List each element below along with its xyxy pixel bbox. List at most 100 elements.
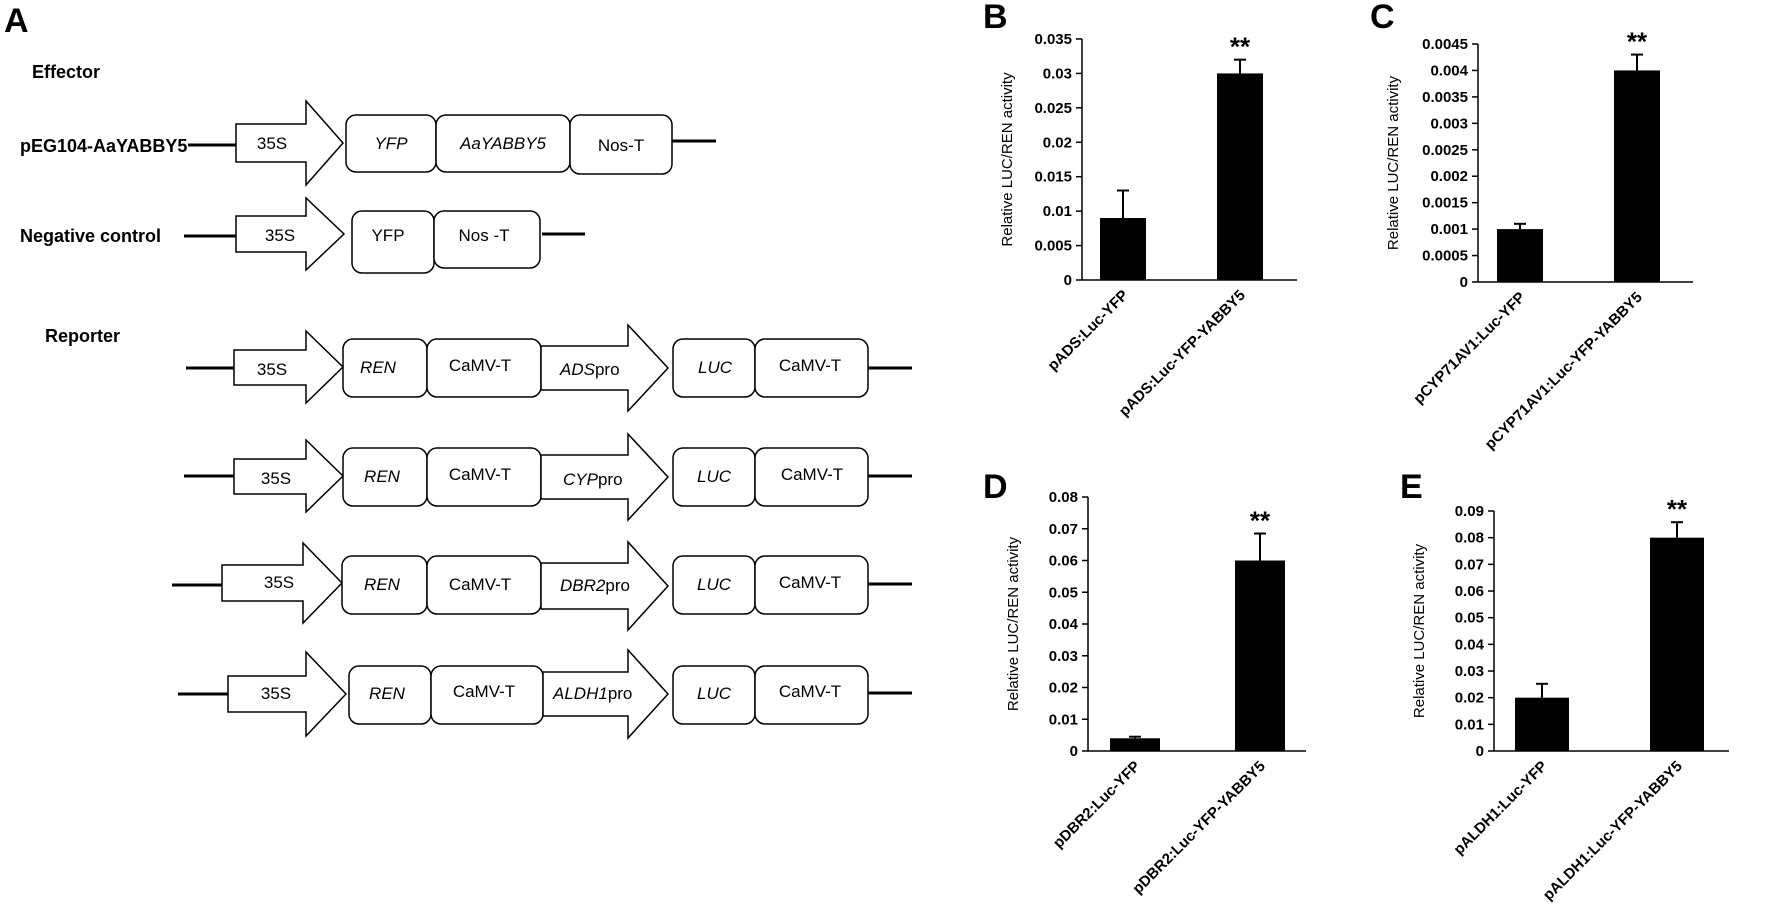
- reporter-promoter-arrow: [540, 540, 670, 632]
- chart-panel-c: C00.00050.0010.00150.0020.00250.0030.003…: [1370, 0, 1693, 453]
- part-label: AaYABBY5: [459, 134, 547, 153]
- y-tick-label: 0.05: [1455, 610, 1484, 627]
- y-tick-label: 0.025: [1034, 100, 1072, 117]
- panel-letter: B: [983, 0, 1008, 36]
- promoter-label: 35S: [261, 469, 291, 488]
- y-tick-label: 0.09: [1455, 503, 1484, 520]
- promoter-arrow: [227, 650, 348, 738]
- construct-negative-control: Negative control 35S YFP Nos -T: [20, 196, 585, 274]
- y-tick-label: 0: [1070, 743, 1078, 760]
- bar: [1614, 70, 1660, 282]
- part-label: LUC: [698, 358, 733, 377]
- part-label: REN: [364, 575, 401, 594]
- reporter-promoter-arrow: [540, 432, 670, 522]
- promoter-arrow: [221, 541, 344, 625]
- y-tick-label: 0.005: [1034, 238, 1072, 255]
- reporter-promoter-label: ADSpro: [559, 360, 620, 379]
- category-label: pDBR2:Luc-YFP-YABBY5: [1129, 758, 1269, 898]
- y-tick-label: 0.08: [1049, 489, 1078, 506]
- category-label: pALDH1:Luc-YFP: [1450, 758, 1550, 858]
- part-label: Nos-T: [598, 136, 644, 155]
- panel-a: A Effector Reporter pEG104-AaYABBY5 35S …: [4, 2, 912, 740]
- category-label: pADS:Luc-YFP-YABBY5: [1116, 287, 1249, 420]
- significance-label: **: [1250, 506, 1271, 536]
- part-label: CaMV-T: [779, 356, 841, 375]
- y-tick-label: 0.03: [1455, 663, 1484, 680]
- chart-panel-b: B00.0050.010.0150.020.0250.030.035Relati…: [983, 0, 1297, 420]
- category-label: pCYP71AV1:Luc-YFP: [1410, 289, 1529, 408]
- y-tick-label: 0.02: [1049, 680, 1078, 697]
- promoter-arrow: [235, 196, 346, 272]
- y-tick-label: 0: [1460, 274, 1468, 291]
- chart-panel-d: D00.010.020.030.040.050.060.070.08Relati…: [983, 468, 1306, 897]
- y-axis-title: Relative LUC/REN activity: [1411, 543, 1428, 718]
- promoter-arrow: [235, 99, 344, 187]
- chart-panel-e: E00.010.020.030.040.050.060.070.080.09Re…: [1400, 468, 1729, 904]
- promoter-arrow: [233, 438, 345, 514]
- y-tick-label: 0.04: [1455, 636, 1485, 653]
- construct-pEG104-AaYABBY5: pEG104-AaYABBY5 35S YFP AaYABBY5 Nos-T: [20, 99, 716, 187]
- y-axis-title: Relative LUC/REN activity: [1385, 75, 1402, 250]
- construct-reporter-dbr2: 35S REN CaMV-T DBR2pro LUC CaMV-T: [172, 540, 912, 632]
- promoter-label: 35S: [261, 684, 291, 703]
- part-label: CaMV-T: [781, 465, 843, 484]
- part-label: CaMV-T: [779, 573, 841, 592]
- part-box: [754, 555, 869, 615]
- bar: [1217, 73, 1263, 280]
- part-label: YFP: [371, 226, 404, 245]
- y-tick-label: 0.002: [1430, 168, 1468, 185]
- construct-reporter-aldh1: 35S REN CaMV-T ALDH1pro LUC CaMV-T: [178, 648, 912, 740]
- y-tick-label: 0.0035: [1422, 89, 1468, 106]
- promoter-label: 35S: [265, 226, 295, 245]
- construct-name: Negative control: [20, 226, 161, 246]
- panel-letter: D: [983, 468, 1008, 506]
- category-label: pALDH1:Luc-YFP-YABBY5: [1540, 758, 1686, 904]
- y-tick-label: 0.02: [1455, 690, 1484, 707]
- reporter-promoter-label: DBR2pro: [560, 576, 630, 595]
- y-tick-label: 0.0015: [1422, 195, 1468, 212]
- part-box: [433, 210, 541, 269]
- part-label: CaMV-T: [449, 575, 511, 594]
- y-tick-label: 0.01: [1455, 716, 1484, 733]
- y-tick-label: 0.04: [1049, 616, 1079, 633]
- bar: [1515, 697, 1569, 751]
- promoter-arrow: [233, 329, 345, 405]
- reporter-promoter-arrow: [542, 648, 670, 740]
- part-label: LUC: [697, 684, 732, 703]
- category-label: pADS:Luc-YFP: [1044, 287, 1131, 374]
- y-tick-label: 0.07: [1049, 521, 1078, 538]
- promoter-label: 35S: [264, 573, 294, 592]
- y-tick-label: 0.08: [1455, 530, 1484, 547]
- y-tick-label: 0: [1064, 272, 1072, 289]
- part-label: CaMV-T: [453, 682, 515, 701]
- part-label: CaMV-T: [779, 682, 841, 701]
- part-label: LUC: [697, 467, 732, 486]
- bar: [1235, 560, 1285, 751]
- promoter-label: 35S: [257, 134, 287, 153]
- part-label: REN: [364, 467, 401, 486]
- part-label: REN: [360, 358, 397, 377]
- bar: [1100, 218, 1146, 280]
- reporter-promoter-label: CYPpro: [563, 470, 623, 489]
- part-box: [569, 114, 673, 175]
- significance-label: **: [1230, 32, 1251, 62]
- effector-label: Effector: [32, 62, 100, 82]
- significance-label: **: [1627, 27, 1648, 57]
- part-label: CaMV-T: [449, 356, 511, 375]
- bar: [1110, 738, 1160, 751]
- y-tick-label: 0.01: [1049, 711, 1078, 728]
- part-box: [754, 338, 869, 398]
- y-tick-label: 0.07: [1455, 556, 1484, 573]
- promoter-label: 35S: [257, 360, 287, 379]
- y-tick-label: 0.015: [1034, 169, 1072, 186]
- part-box: [754, 665, 869, 725]
- y-tick-label: 0.0005: [1422, 248, 1468, 265]
- significance-label: **: [1667, 494, 1688, 524]
- y-tick-label: 0.004: [1430, 62, 1468, 79]
- panel-letter: E: [1400, 468, 1423, 506]
- bar: [1650, 537, 1704, 751]
- reporter-promoter-label: ALDH1pro: [552, 684, 632, 703]
- y-tick-label: 0.05: [1049, 584, 1078, 601]
- part-label: Nos -T: [459, 226, 510, 245]
